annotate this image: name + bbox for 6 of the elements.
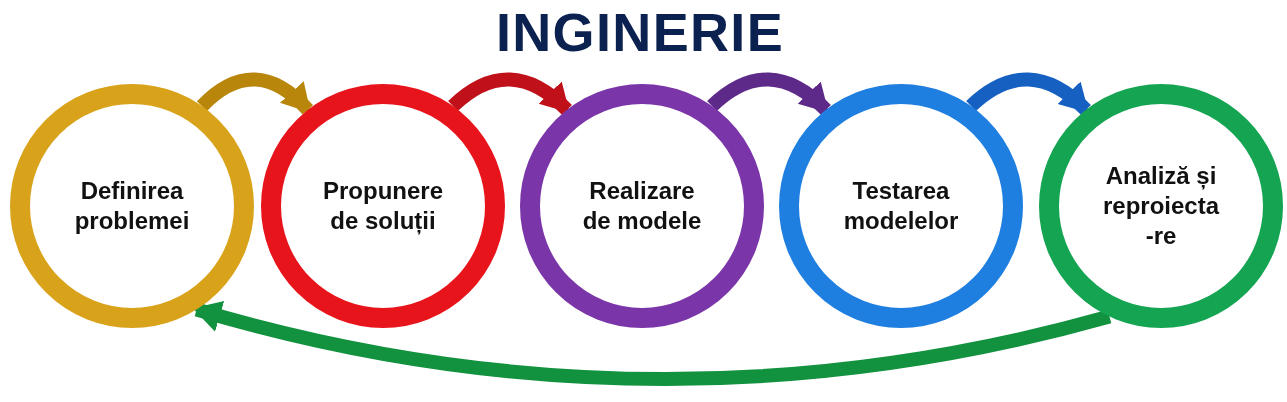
step-label: Analiză și reproiecta -re bbox=[1101, 161, 1221, 251]
step-label: Propunere de soluții bbox=[322, 176, 444, 236]
step-label: Realizare de modele bbox=[582, 176, 702, 236]
step-label: Definirea problemei bbox=[73, 176, 191, 236]
diagram-title: INGINERIE bbox=[494, 2, 786, 62]
step-label: Testarea modelelor bbox=[842, 176, 960, 236]
